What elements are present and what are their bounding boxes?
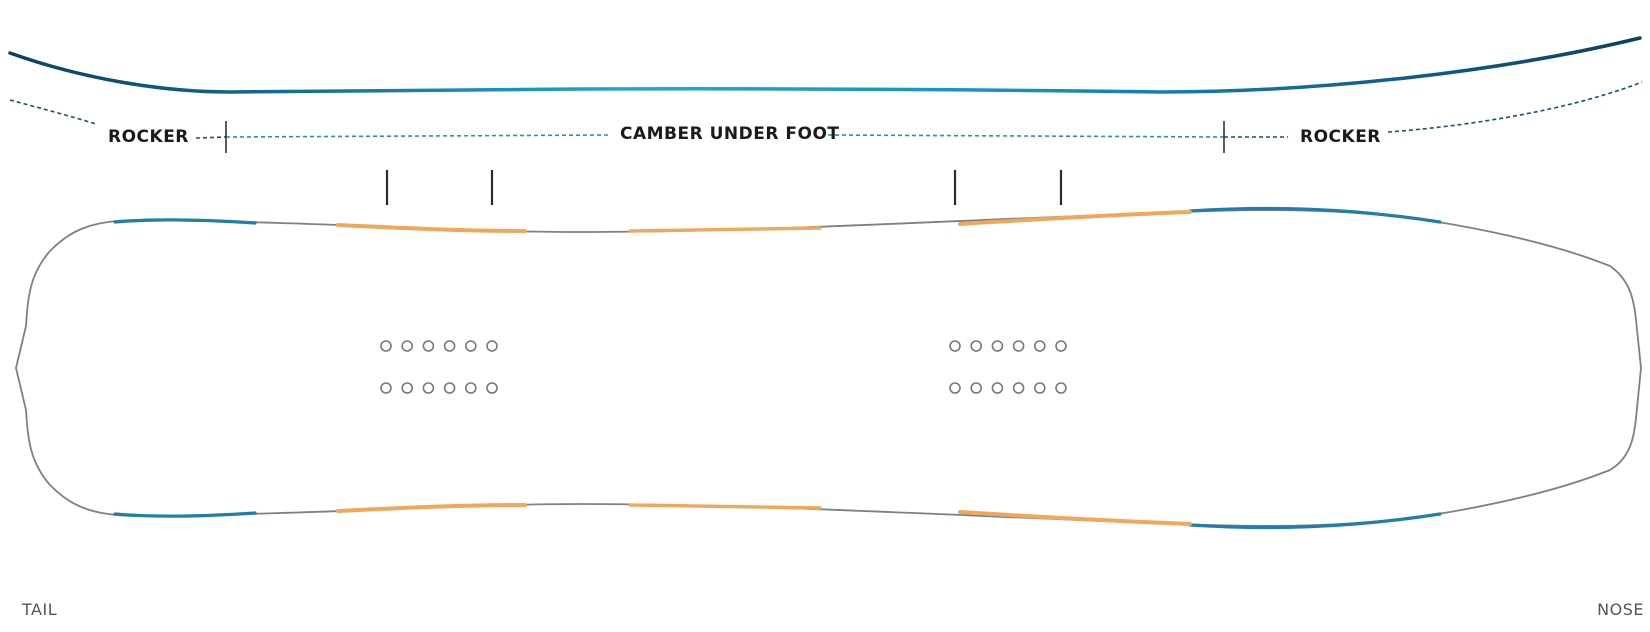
rear-insert-hole (486, 382, 498, 394)
nose-rocker-dash (1387, 81, 1643, 133)
tail-rocker-dash (9, 99, 97, 125)
rear-insert-hole (380, 340, 392, 352)
board-profile-line (8, 36, 1642, 94)
rear-insert-hole (464, 382, 477, 394)
front-insert-hole (1012, 340, 1025, 352)
front-insert-hole (1034, 340, 1046, 352)
nose-label: NOSE (1597, 600, 1644, 619)
tail-label: TAIL (22, 600, 58, 619)
front-insert-hole (949, 340, 961, 352)
binding-inserts (380, 340, 1067, 394)
rear-insert-hole (401, 382, 414, 394)
board-outline (15, 209, 1642, 527)
front-insert-hole (970, 340, 983, 352)
front-top-sidecut-accent (958, 210, 1192, 226)
rear-insert-hole (464, 340, 477, 352)
center-bottom-sidecut-accent (628, 503, 822, 510)
camber-under-foot-label: CAMBER UNDER FOOT (620, 124, 840, 144)
rear-insert-hole (443, 340, 456, 352)
rear-insert-hole (443, 382, 456, 394)
front-insert-hole (949, 382, 961, 394)
rear-insert-hole (422, 382, 435, 394)
front-insert-hole (1012, 382, 1025, 394)
nose-rocker-label: ROCKER (1300, 127, 1381, 147)
front-insert-hole (1034, 382, 1046, 394)
front-insert-hole (991, 340, 1004, 352)
tail-bottom-edge-accent (113, 511, 257, 518)
nose-top-edge-accent (1188, 206, 1442, 224)
tail-rocker-label: ROCKER (108, 127, 189, 147)
rear-top-sidecut-accent (336, 223, 527, 233)
tail-top-edge-accent (113, 218, 257, 225)
tail-rocker-dash-inner (195, 136, 227, 139)
rear-insert-hole (401, 340, 414, 352)
front-bottom-sidecut-accent (958, 510, 1192, 526)
front-insert-hole (970, 382, 983, 394)
camber-dash-right (827, 134, 1225, 138)
front-insert-hole (1055, 340, 1067, 352)
camber-dash-left (225, 134, 611, 138)
rear-insert-hole (422, 340, 435, 352)
nose-bottom-edge-accent (1188, 512, 1442, 530)
front-insert-hole (1055, 382, 1067, 394)
center-top-sidecut-accent (628, 226, 822, 233)
rear-insert-hole (380, 382, 392, 394)
rear-bottom-sidecut-accent (336, 503, 527, 513)
rear-insert-hole (486, 340, 498, 352)
front-insert-hole (991, 382, 1004, 394)
